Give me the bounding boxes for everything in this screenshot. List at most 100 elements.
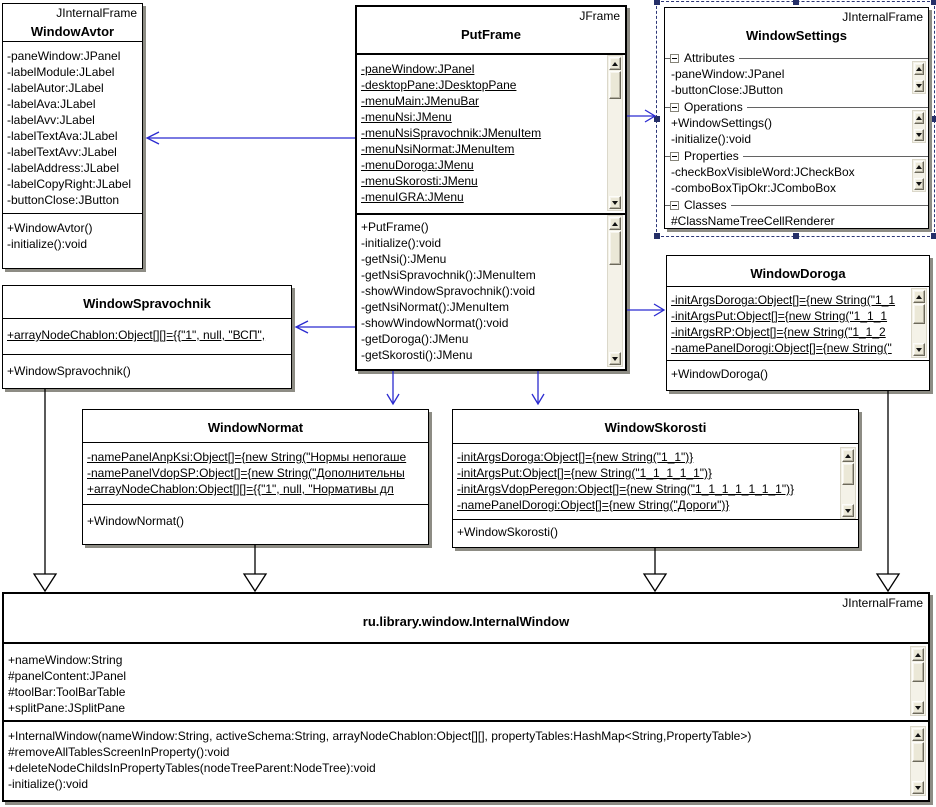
scroll-down-button[interactable] — [912, 701, 924, 714]
scroll-up-button[interactable] — [912, 728, 924, 741]
class-putframe[interactable]: JFrame PutFrame -paneWindow:JPanel -desk… — [355, 5, 627, 371]
selection-handle[interactable] — [654, 0, 660, 5]
operations-scrollbar[interactable] — [607, 215, 623, 367]
stereotype: JInternalFrame — [842, 596, 923, 610]
selection-handle[interactable] — [931, 233, 936, 239]
class-windowsettings[interactable]: JInternalFrame WindowSettings Attributes… — [664, 7, 929, 229]
scroll-up-button[interactable] — [609, 217, 621, 230]
operation-row: +WindowDoroga() — [671, 367, 769, 381]
attributes-scrollbar[interactable] — [912, 61, 926, 94]
scroll-up-button[interactable] — [914, 112, 924, 124]
association-putframe-windowsettings[interactable] — [627, 109, 657, 123]
attribute-row: -namePanelDorogi:Object[]={new String("Д… — [457, 498, 730, 512]
selection-handle[interactable] — [931, 116, 936, 122]
scroll-down-button[interactable] — [914, 129, 924, 141]
class-header: JInternalFrame WindowAvtor — [3, 4, 142, 41]
scrollbar-thumb[interactable] — [842, 463, 854, 485]
association-putframe-windowskorosti[interactable] — [531, 371, 545, 406]
operation-row: -getNsiNormat():JMenuItem — [361, 300, 510, 314]
scrollbar-thumb[interactable] — [912, 662, 924, 682]
attributes-scrollbar[interactable] — [607, 55, 623, 211]
operations-scrollbar[interactable] — [910, 726, 926, 796]
association-putframe-windowavtor[interactable] — [145, 131, 355, 145]
operation-row: #removeAllTablesScreenInProperty():void — [8, 745, 230, 759]
scroll-up-button[interactable] — [842, 449, 854, 462]
operation-row: -getSkorosti():JMenu — [361, 348, 473, 362]
generalization-windowspravochnik-internalwindow[interactable] — [32, 389, 58, 593]
scroll-up-button[interactable] — [609, 57, 621, 70]
scroll-down-button[interactable] — [914, 178, 924, 190]
scroll-down-button[interactable] — [914, 80, 924, 92]
operations-compartment: +InternalWindow(nameWindow:String, activ… — [4, 720, 928, 800]
association-putframe-windowdoroga[interactable] — [627, 303, 666, 317]
divider — [665, 57, 670, 59]
scrollbar-thumb[interactable] — [912, 742, 924, 762]
class-windowskorosti[interactable]: WindowSkorosti -initArgsDoroga:Object[]=… — [452, 409, 859, 548]
selection-handle[interactable] — [792, 233, 799, 239]
divider — [730, 204, 928, 206]
divider — [742, 155, 928, 157]
attribute-row: -buttonClose:JButton — [7, 193, 120, 207]
collapse-icon[interactable] — [670, 151, 679, 161]
collapse-icon[interactable] — [670, 102, 679, 112]
scrollbar-thumb[interactable] — [609, 231, 621, 265]
selection-handle[interactable] — [931, 0, 936, 5]
scroll-down-button[interactable] — [609, 196, 621, 209]
collapse-icon[interactable] — [670, 53, 679, 63]
attribute-row: +splitPane:JSplitPane — [8, 701, 126, 715]
scroll-down-button[interactable] — [912, 781, 924, 794]
scrollbar-thumb[interactable] — [609, 71, 621, 99]
attribute-row: -labelAvv:JLabel — [7, 113, 95, 127]
selection-handle[interactable] — [792, 0, 799, 5]
properties-scrollbar[interactable] — [912, 159, 926, 192]
scroll-up-button[interactable] — [914, 63, 924, 75]
attribute-row: -menuSkorosti:JMenu — [361, 174, 478, 188]
class-windowavtor[interactable]: JInternalFrame WindowAvtor -paneWindow:J… — [2, 3, 143, 269]
attribute-row: -namePanelVdopSP:Object[]={new String("Д… — [87, 466, 405, 480]
collapse-icon[interactable] — [670, 200, 679, 210]
divider — [665, 106, 670, 108]
attribute-row: -initArgsDoroga:Object[]={new String("1_… — [671, 293, 896, 307]
scroll-down-icon — [916, 182, 922, 189]
operation-row: +WindowSettings() — [671, 116, 773, 130]
selection-border[interactable] — [654, 0, 936, 239]
class-windownormat[interactable]: WindowNormat -namePanelAnpKsi:Object[]={… — [82, 409, 429, 545]
operation-row: -initialize():void — [7, 237, 88, 251]
operations-scrollbar[interactable] — [912, 110, 926, 143]
class-windowdoroga[interactable]: WindowDoroga -initArgsDoroga:Object[]={n… — [666, 255, 930, 391]
attribute-row: -labelTextAvv:JLabel — [7, 145, 117, 159]
attribute-row: -paneWindow:JPanel — [7, 49, 121, 63]
scroll-down-button[interactable] — [913, 343, 925, 356]
attributes-scrollbar[interactable] — [910, 646, 926, 716]
selection-handle[interactable] — [654, 116, 660, 122]
class-windowspravochnik[interactable]: WindowSpravochnik +arrayNodeChablon:Obje… — [2, 285, 292, 389]
attributes-compartment: -initArgsDoroga:Object[]={new String("1_… — [667, 286, 929, 360]
attribute-row: #toolBar:ToolBarTable — [8, 685, 126, 699]
operation-row: -initialize():void — [671, 132, 752, 146]
divider — [746, 106, 928, 108]
attribute-row: -initArgsDoroga:Object[]={new String("1_… — [457, 450, 694, 464]
operation-row: -getDoroga():JMenu — [361, 332, 469, 346]
class-name: PutFrame — [461, 27, 521, 42]
scroll-down-icon — [916, 84, 922, 91]
scroll-up-button[interactable] — [913, 290, 925, 303]
generalization-windowdoroga-internalwindow[interactable] — [875, 391, 901, 593]
scroll-down-button[interactable] — [842, 504, 854, 517]
class-internalwindow[interactable]: JInternalFrame ru.library.window.Interna… — [2, 592, 930, 802]
association-putframe-windowspravochnik[interactable] — [294, 320, 355, 334]
attributes-scrollbar[interactable] — [840, 447, 856, 519]
selection-handle[interactable] — [654, 233, 660, 239]
scroll-down-button[interactable] — [609, 352, 621, 365]
scroll-up-button[interactable] — [912, 648, 924, 661]
generalization-windowskorosti-internalwindow[interactable] — [642, 548, 668, 593]
attribute-row: -paneWindow:JPanel — [671, 67, 785, 81]
scrollbar-thumb[interactable] — [913, 304, 925, 324]
scroll-up-button[interactable] — [914, 161, 924, 173]
attribute-row: -labelCopyRight:JLabel — [7, 177, 132, 191]
class-name: WindowSkorosti — [604, 420, 707, 435]
attributes-compartment: -paneWindow:JPanel -desktopPane:JDesktop… — [357, 53, 625, 213]
operation-row: +InternalWindow(nameWindow:String, activ… — [8, 729, 752, 743]
attributes-scrollbar[interactable] — [911, 288, 927, 358]
association-putframe-windownormat[interactable] — [386, 371, 400, 406]
generalization-windownormat-internalwindow[interactable] — [242, 545, 268, 593]
